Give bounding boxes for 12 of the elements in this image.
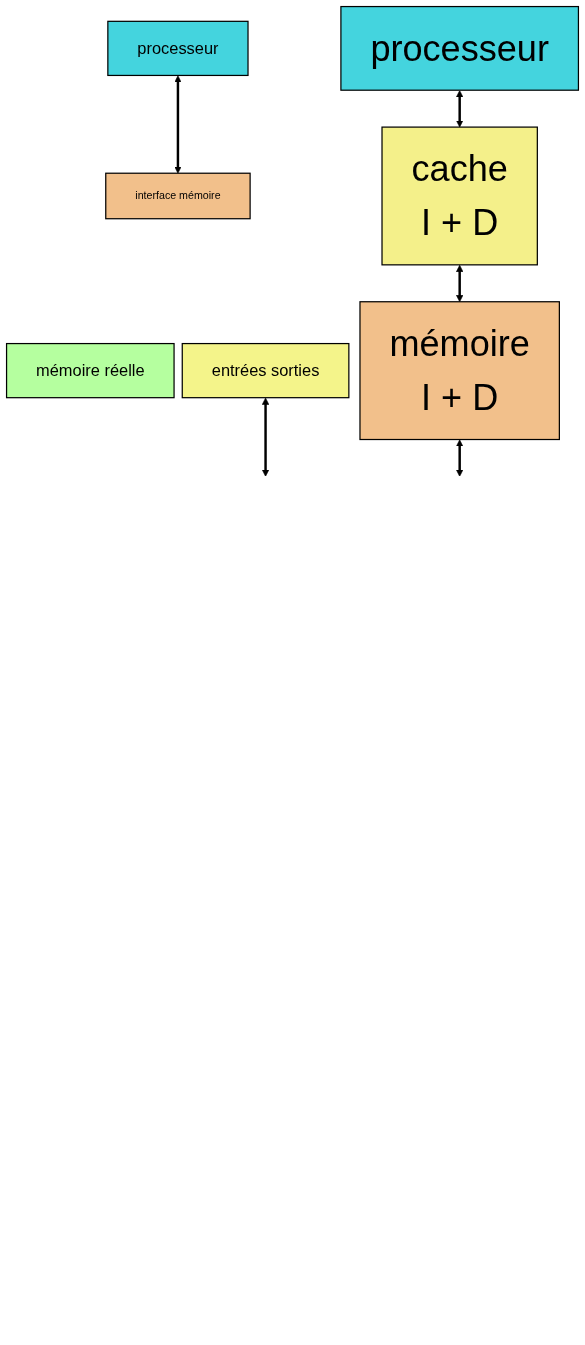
arrow [456, 90, 464, 128]
arrow [456, 264, 464, 303]
node-box: mémoire réelle [5, 342, 175, 399]
node-box: entrées sorties [181, 342, 350, 399]
arrow [261, 397, 270, 477]
arrow [456, 439, 464, 477]
node-box: processeur [107, 20, 249, 77]
node-box: cache I + D [381, 126, 538, 266]
node-box: interface mémoire [105, 172, 251, 220]
arrow [174, 75, 182, 174]
node-box: mémoire I + D [359, 301, 560, 441]
node-box: processeur [340, 5, 580, 91]
